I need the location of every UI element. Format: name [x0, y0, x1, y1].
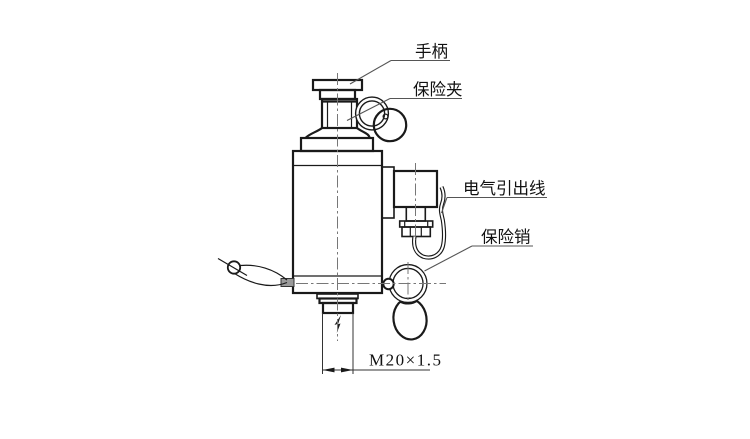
electrical-connector	[381, 166, 439, 238]
wire-ring	[226, 260, 242, 275]
label-safety-pin: 保险销	[481, 228, 531, 247]
connector-bracket	[381, 166, 395, 219]
cable-core	[413, 186, 445, 259]
knob-flare-left	[304, 127, 323, 139]
wire-upper-strand	[240, 264, 288, 281]
gland-nut	[401, 226, 432, 238]
safety-clip-leader	[346, 98, 391, 121]
electrical-cable	[412, 186, 447, 260]
handle-leader	[349, 60, 392, 85]
striker-tip	[334, 315, 341, 333]
callout-electrical-lead: 电气引出线	[440, 179, 547, 214]
centerlines	[296, 73, 446, 341]
safety-pin-leader	[424, 245, 473, 272]
thread-dimension: M20×1.5	[322, 351, 442, 373]
safety-clip-ring-inner	[356, 97, 388, 130]
cable-outline	[412, 186, 447, 260]
clip-ball-tag	[372, 107, 408, 143]
safety-pin-assembly	[382, 263, 428, 341]
callout-handle: 手柄	[349, 42, 450, 85]
clip-ball-hole	[382, 113, 389, 120]
dimension-arrow-left	[322, 367, 335, 373]
label-safety-clip: 保险夹	[413, 80, 463, 99]
tag-wrap-curl	[399, 299, 419, 305]
pull-wire-assembly	[217, 257, 295, 287]
label-handle: 手柄	[415, 42, 448, 61]
electrical-lead-leader	[440, 197, 448, 214]
pin-stub	[280, 278, 295, 287]
callout-safety-pin: 保险销	[424, 228, 533, 272]
dimension-arrow-right	[341, 367, 353, 373]
safety-clip-assembly	[354, 96, 408, 143]
wire-ring-crossbar	[217, 257, 248, 277]
callouts: 手柄 保险夹 电气引出线 保险销	[346, 42, 547, 272]
dimension-text: M20×1.5	[369, 351, 442, 370]
callout-safety-clip: 保险夹	[346, 80, 463, 121]
wire-lower-strand	[234, 272, 288, 287]
label-electrical-lead: 电气引出线	[463, 179, 546, 198]
